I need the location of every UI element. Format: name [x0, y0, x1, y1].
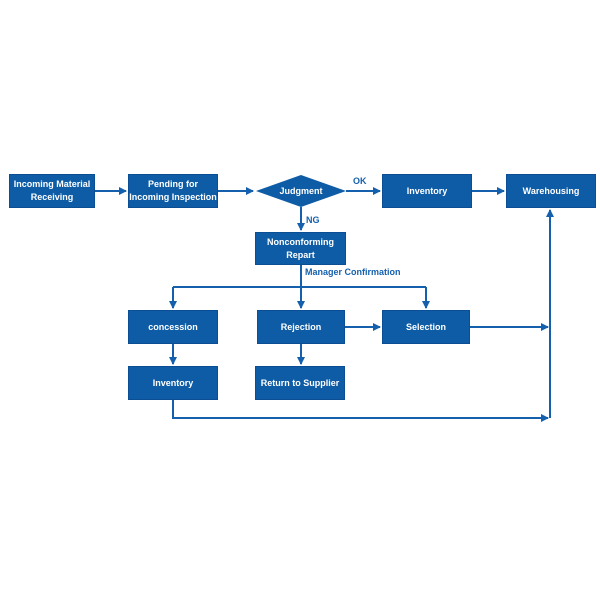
node-selection: Selection: [382, 310, 470, 344]
node-incoming-material-receiving: Incoming Material Receiving: [9, 174, 95, 208]
node-pending-for-incoming-inspection: Pending for Incoming Inspection: [128, 174, 218, 208]
edge-label-manager-confirmation: Manager Confirmation: [305, 267, 401, 277]
node-return-to-supplier: Return to Supplier: [255, 366, 345, 400]
edge-label-ng: NG: [306, 215, 320, 225]
node-warehousing: Warehousing: [506, 174, 596, 208]
connector-inventory-bottom-loop: [172, 400, 549, 422]
node-nonconforming-repart: Nonconforming Repart: [255, 232, 346, 265]
node-concession: concession: [128, 310, 218, 344]
node-rejection: Rejection: [257, 310, 345, 344]
node-inventory-concession: Inventory: [128, 366, 218, 400]
edge-label-ok: OK: [353, 176, 367, 186]
node-inventory-ok: Inventory: [382, 174, 472, 208]
